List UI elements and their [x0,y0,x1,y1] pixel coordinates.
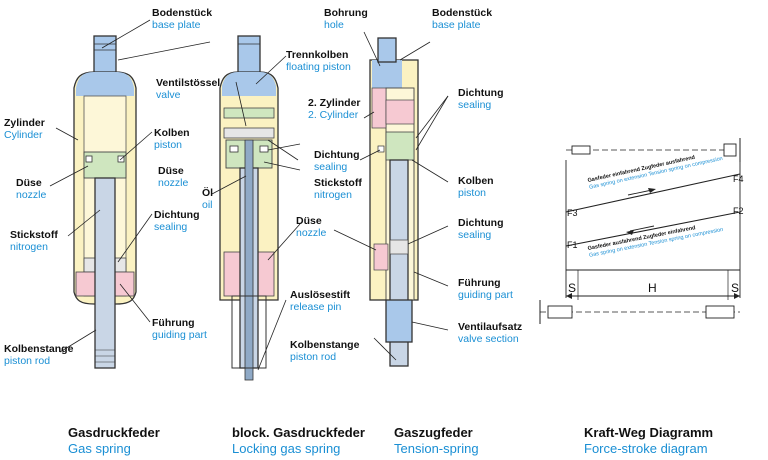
captions: Gasdruckfeder Gas spring block. Gasdruck… [68,425,713,456]
label-lock-nozzle-de: Düse [158,165,184,177]
caption-force-stroke-de: Kraft-Weg Diagramm [584,425,713,440]
gas-spring-labels: Bodenstück base plate Zylinder Cylinder … [4,7,212,367]
label-nozzle-en: nozzle [16,189,47,201]
label-release-pin-de: Auslösestift [290,289,351,301]
label-lock-nozzle-en: nozzle [158,177,189,189]
label-tension-rod-de: Kolbenstange [290,339,360,351]
label-f2: F2 [733,206,744,216]
label-nitrogen-de: Stickstoff [10,229,58,241]
label-guiding-en: guiding part [152,329,207,341]
caption-gas-spring-de: Gasdruckfeder [68,425,160,440]
label-tension-rod-en: piston rod [290,351,336,363]
label-tension-guide-de: Führung [458,277,501,289]
caption-tension-spring-en: Tension-spring [394,441,479,456]
label-tension-base-de: Bodenstück [432,7,492,19]
label-floating-piston-en: floating piston [286,61,351,73]
label-tension-seal2-en: sealing [314,161,347,173]
locking-spring-labels: Trennkolben floating piston Ventilstösse… [156,49,351,313]
label-cylinder2-de: 2. Zylinder [308,97,361,109]
label-cylinder-de: Zylinder [4,117,45,129]
caption-tension-spring-de: Gaszugfeder [394,425,473,440]
label-piston-rod-de: Kolbenstange [4,343,74,355]
label-valve-section-en: valve section [458,333,519,345]
caption-force-stroke-en: Force-stroke diagram [584,441,708,456]
label-oil-en: oil [202,199,213,211]
label-valve-section-de: Ventilaufsatz [458,321,522,333]
caption-gas-spring-en: Gas spring [68,441,131,456]
caption-locking-spring-en: Locking gas spring [232,441,340,456]
label-sealing-en: sealing [154,221,187,233]
label-hole-en: hole [324,19,344,31]
label-tension-seal1-en: sealing [458,99,491,111]
label-tension-seal2-de: Dichtung [314,149,360,161]
label-floating-piston-de: Trennkolben [286,49,348,61]
label-oil-de: Öl [202,186,213,199]
label-base-plate-en: base plate [152,19,201,31]
label-release-pin-en: release pin [290,301,342,313]
label-nitrogen-en: nitrogen [10,241,48,253]
locking-spring-drawing [211,35,301,381]
tension-spring-labels: Bohrung hole Bodenstück base plate 2. Zy… [290,7,522,363]
gas-spring-drawing [49,19,211,369]
label-f4: F4 [733,174,744,184]
label-f1: F1 [567,240,578,250]
label-tension-seal3-de: Dichtung [458,217,504,229]
label-guiding-de: Führung [152,317,195,329]
label-s-left: S [568,281,576,295]
label-tension-base-en: base plate [432,19,481,31]
label-tension-piston-en: piston [458,187,486,199]
label-tension-nitrogen-en: nitrogen [314,189,352,201]
label-piston-de: Kolben [154,127,190,139]
label-base-plate-de: Bodenstück [152,7,212,19]
label-cylinder2-en: 2. Cylinder [308,109,359,121]
label-tension-piston-de: Kolben [458,175,494,187]
label-tension-nozzle-en: nozzle [296,227,327,239]
tension-spring-drawing [333,31,449,367]
label-tension-nozzle-de: Düse [296,215,322,227]
label-sealing-de: Dichtung [154,209,200,221]
label-valve-en: valve [156,89,181,101]
caption-locking-spring-de: block. Gasdruckfeder [232,425,365,440]
label-f3: F3 [567,208,578,218]
label-tension-seal1-de: Dichtung [458,87,504,99]
label-tension-nitrogen-de: Stickstoff [314,177,362,189]
label-piston-en: piston [154,139,182,151]
label-s-right: S [731,281,739,295]
label-hole-de: Bohrung [324,7,368,19]
force-stroke-diagram: F4 F2 F3 F1 S S H Gasfeder einfahrend Zu… [539,138,744,324]
label-h: H [648,281,657,295]
label-piston-rod-en: piston rod [4,355,50,367]
label-tension-guide-en: guiding part [458,289,513,301]
label-tension-seal3-en: sealing [458,229,491,241]
label-cylinder-en: Cylinder [4,129,43,141]
label-valve-de: Ventilstössel [156,77,220,89]
label-nozzle-de: Düse [16,177,42,189]
